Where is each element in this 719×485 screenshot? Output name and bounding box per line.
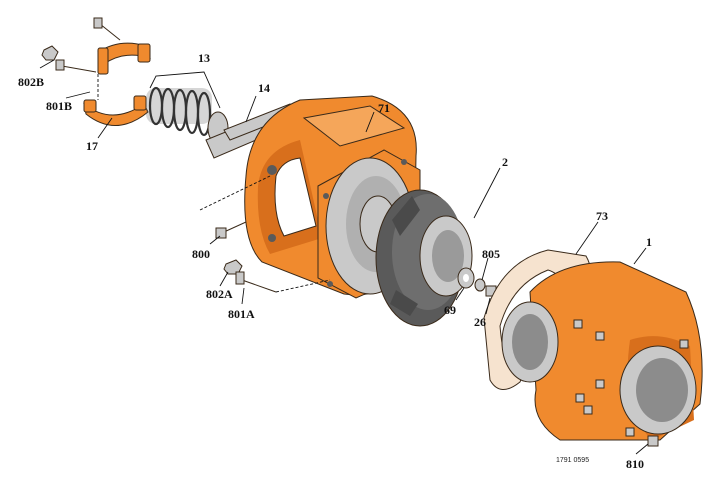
label-26: 26 [474, 315, 486, 329]
label-2: 2 [502, 155, 508, 169]
label-69: 69 [444, 303, 456, 317]
screw-800 [215, 221, 247, 239]
label-71: 71 [378, 101, 390, 115]
shaft-clamp-upper [97, 42, 151, 75]
pump-casing [501, 261, 703, 447]
drawing-code: 1791 0595 [556, 457, 589, 464]
label-810: 810 [626, 457, 644, 471]
bolt-801A [235, 271, 277, 293]
label-802B: 802B [18, 75, 44, 89]
impeller [375, 189, 473, 327]
label-801B: 801B [46, 99, 72, 113]
drain-plug [647, 435, 659, 447]
label-801A: 801A [228, 307, 255, 321]
label-1: 1 [646, 235, 652, 249]
label-14: 14 [258, 81, 270, 95]
clamp-nut-802B [41, 45, 59, 61]
clamp-bolt-801B [55, 59, 97, 73]
label-805: 805 [482, 247, 500, 261]
label-13: 13 [198, 51, 210, 65]
label-800: 800 [192, 247, 210, 261]
label-17: 17 [86, 139, 98, 153]
clamp-bolt-top [93, 17, 121, 41]
shaft-clamp-lower [83, 95, 149, 126]
impeller-nut [457, 267, 475, 289]
washer [474, 278, 486, 292]
label-802A: 802A [206, 287, 233, 301]
label-73: 73 [596, 209, 608, 223]
